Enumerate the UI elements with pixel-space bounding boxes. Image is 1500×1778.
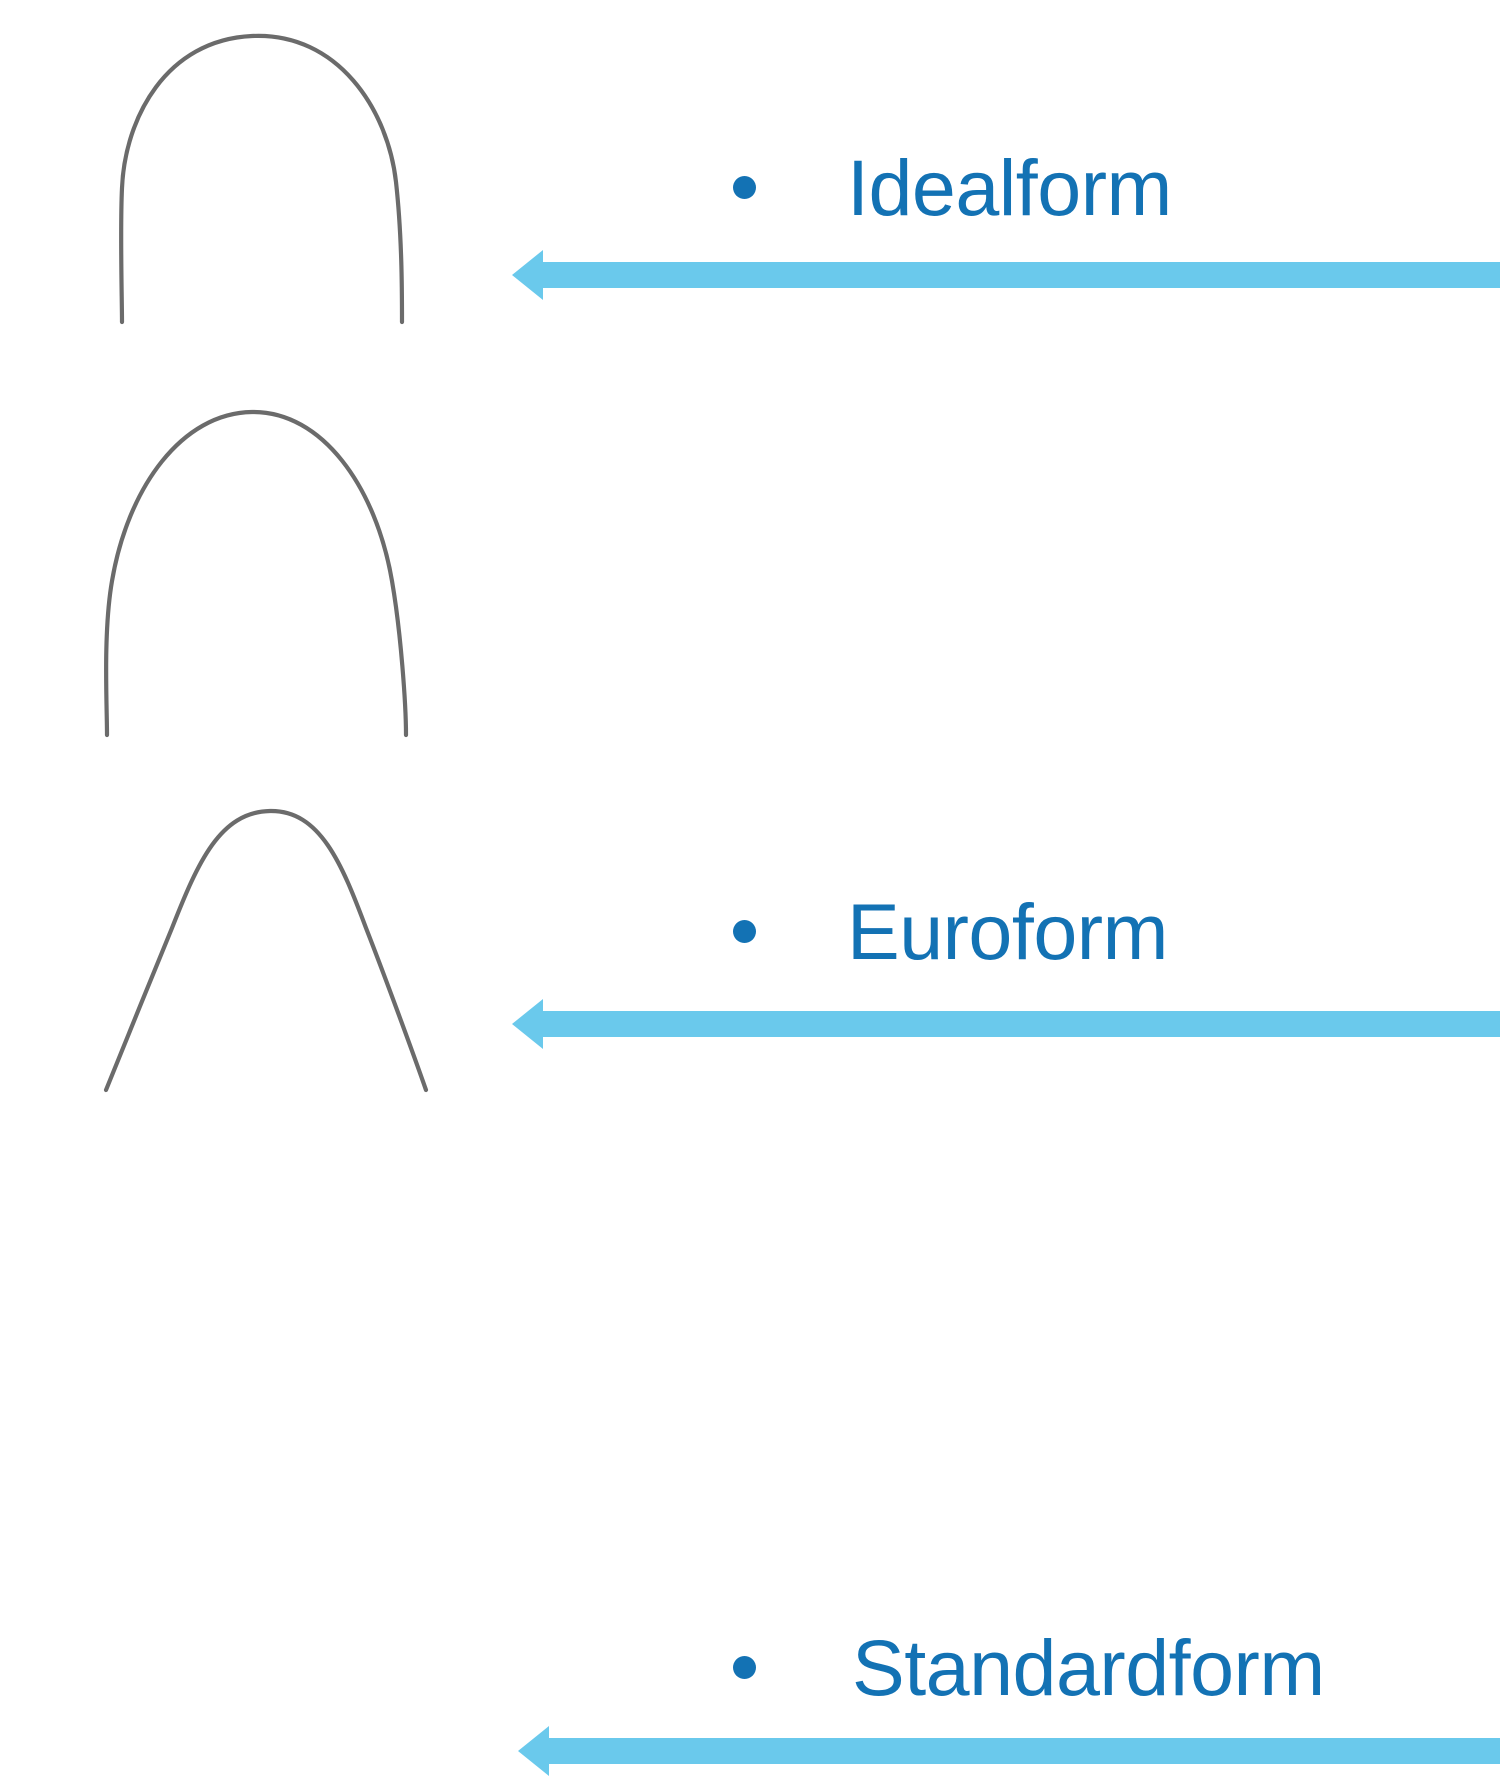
euroform-arch-wire bbox=[70, 375, 490, 750]
arrow-left-euroform bbox=[510, 995, 1500, 1051]
bullet-icon bbox=[733, 1656, 756, 1679]
label-block-euroform: Euroform bbox=[733, 892, 1168, 971]
label-standardform: Standardform bbox=[852, 1623, 1325, 1712]
bullet-icon bbox=[733, 176, 756, 199]
label-block-idealform: Idealform bbox=[733, 148, 1172, 227]
label-idealform: Idealform bbox=[847, 143, 1172, 232]
standardform-arch-wire bbox=[70, 750, 490, 1125]
label-block-standardform: Standardform bbox=[733, 1628, 1325, 1707]
arch-form-row-standardform: Standardform bbox=[0, 750, 1500, 1776]
arch-form-row-euroform: Euroform bbox=[0, 375, 1500, 1049]
arrow-left-standardform bbox=[516, 1722, 1500, 1778]
label-euroform: Euroform bbox=[847, 887, 1168, 976]
idealform-arch-wire bbox=[70, 0, 490, 375]
arch-form-row-idealform: Idealform bbox=[0, 0, 1500, 375]
arrow-left-idealform bbox=[510, 246, 1500, 302]
bullet-icon bbox=[733, 920, 756, 943]
